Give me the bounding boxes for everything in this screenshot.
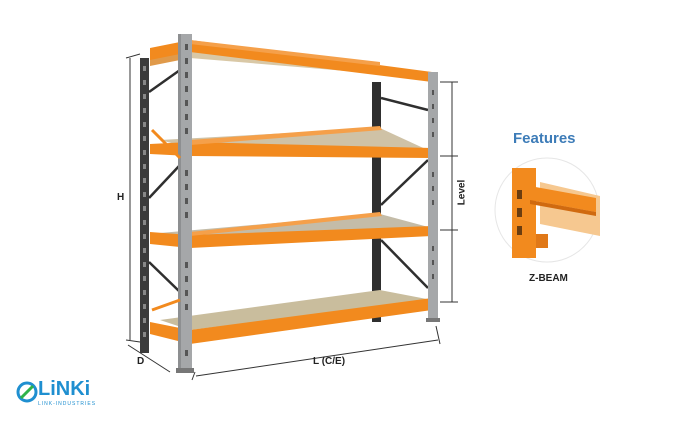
rear-upright-right: [372, 82, 381, 322]
rear-bracing: [148, 68, 429, 293]
length-label: L (C/E): [313, 356, 346, 367]
zbeam-detail: [494, 157, 600, 263]
side-bracing-left: [150, 128, 182, 312]
zbeam-label: Z-BEAM: [529, 273, 568, 284]
depth-label: D: [137, 356, 145, 367]
shelf-deck-bottom: [160, 290, 432, 330]
height-label: H: [117, 192, 125, 203]
linki-logo-icon: [16, 381, 38, 403]
rear-upright-left: [140, 58, 149, 353]
front-upright-right: [426, 72, 440, 322]
front-upright-left: [176, 34, 194, 373]
features-title: Features: [513, 130, 576, 147]
dimension-lines: [125, 53, 458, 381]
level-label: Level: [456, 179, 468, 206]
brand-tagline: LINK-INDUSTRIES: [38, 401, 97, 407]
brand-name: LiNKi: [38, 378, 91, 400]
